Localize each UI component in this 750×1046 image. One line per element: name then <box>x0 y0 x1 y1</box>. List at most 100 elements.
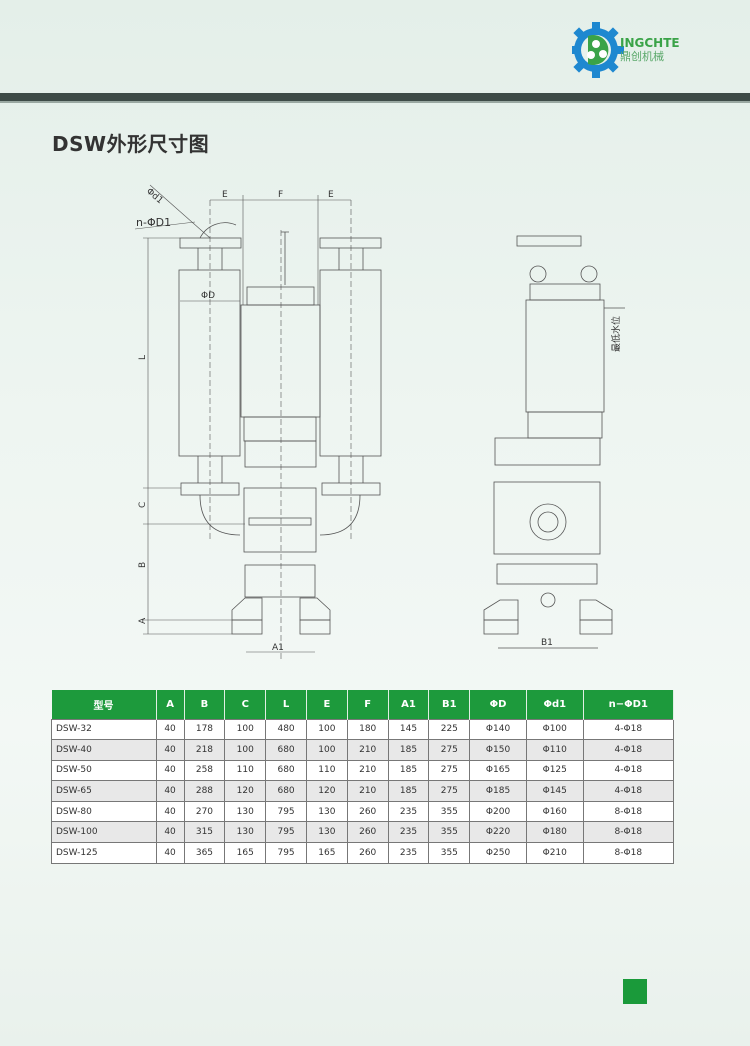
table-cell: 218 <box>183 739 226 761</box>
label-F: F <box>278 190 283 200</box>
table-cell: 40 <box>155 800 185 823</box>
table-cell: 480 <box>265 718 307 741</box>
page-marker <box>623 979 647 1004</box>
table-cell: 260 <box>346 842 389 864</box>
table-cell: 130 <box>224 800 267 823</box>
table-cell: 40 <box>155 780 185 802</box>
table-cell: 40 <box>155 718 185 741</box>
label-min-water-level: 最低水位 <box>610 316 622 352</box>
label-C: C <box>138 502 148 508</box>
column-header: A <box>156 690 185 719</box>
table-cell: 355 <box>428 821 471 844</box>
label-E-right: E <box>328 190 334 200</box>
table-cell: 258 <box>183 759 226 782</box>
column-header: B1 <box>428 690 471 719</box>
label-L: L <box>138 355 148 360</box>
label-n-phi-D1: n-ΦD1 <box>136 216 171 229</box>
label-phi-D: ΦD <box>201 291 215 301</box>
header-band <box>0 93 750 101</box>
table-cell: 100 <box>224 739 267 761</box>
brand-name: INGCHTE 鼎创机械 <box>620 36 680 64</box>
table-cell: 8-Φ18 <box>582 842 675 864</box>
table-cell: 795 <box>265 821 307 844</box>
table-cell: 165 <box>305 842 348 864</box>
column-header: C <box>224 690 267 719</box>
label-E-left: E <box>222 190 228 200</box>
table-cell: DSW-50 <box>51 759 157 782</box>
table-cell: Φ125 <box>525 759 584 782</box>
label-phi-d1: Φd1 <box>144 187 165 207</box>
label-B1: B1 <box>541 638 553 648</box>
table-cell: Φ200 <box>469 800 527 823</box>
table-cell: 100 <box>305 718 348 741</box>
table-cell: 100 <box>305 739 348 761</box>
centerlines <box>209 200 352 660</box>
table-cell: 8-Φ18 <box>582 800 675 823</box>
table-cell: 315 <box>183 821 226 844</box>
table-cell: 100 <box>224 718 267 741</box>
table-cell: 8-Φ18 <box>582 821 675 844</box>
table-cell: Φ180 <box>525 821 584 844</box>
table-cell: 260 <box>346 800 389 823</box>
table-cell: Φ140 <box>469 718 527 741</box>
table-cell: 110 <box>224 759 267 782</box>
table-cell: 130 <box>224 821 267 844</box>
table-cell: 275 <box>428 759 471 782</box>
table-cell: 210 <box>346 739 389 761</box>
column-header: A1 <box>388 690 430 719</box>
table-cell: 288 <box>183 780 226 802</box>
table-cell: 795 <box>265 842 307 864</box>
gear-logo-icon <box>572 22 624 78</box>
header-band-line <box>0 101 750 103</box>
table-cell: 4-Φ18 <box>582 718 675 741</box>
side-view <box>483 235 625 649</box>
brand-latin: INGCHTE <box>620 36 680 50</box>
table-cell: 210 <box>346 780 389 802</box>
table-cell: DSW-100 <box>51 821 157 844</box>
table-cell: 165 <box>224 842 267 864</box>
table-cell: 4-Φ18 <box>582 759 675 782</box>
table-cell: 365 <box>183 842 226 864</box>
table-cell: 130 <box>305 821 348 844</box>
table-cell: 235 <box>387 842 430 864</box>
table-cell: DSW-32 <box>51 718 157 741</box>
column-header: n−ΦD1 <box>583 690 675 719</box>
table-cell: 235 <box>387 821 430 844</box>
column-header: E <box>306 690 348 719</box>
table-cell: 185 <box>387 739 430 761</box>
table-cell: 355 <box>428 842 471 864</box>
column-header: ΦD <box>469 690 527 719</box>
table-cell: Φ160 <box>525 800 584 823</box>
dimension-drawing: Φd1 n-ΦD1 E F E ΦD L C B A A1 B1 最低水位 <box>134 184 625 660</box>
dimension-lines <box>134 184 351 653</box>
drawing-labels: Φd1 n-ΦD1 E F E ΦD L C B A A1 B1 最低水位 <box>136 187 622 653</box>
table-cell: 355 <box>428 800 471 823</box>
table-cell: DSW-125 <box>51 842 157 864</box>
table-cell: 275 <box>428 780 471 802</box>
table-cell: Φ185 <box>469 780 527 802</box>
table-cell: 40 <box>155 821 185 844</box>
table-cell: Φ110 <box>525 739 584 761</box>
page-title: DSW外形尺寸图 <box>52 132 210 156</box>
table-cell: 4-Φ18 <box>582 739 675 761</box>
table-cell: 795 <box>265 800 307 823</box>
label-A1: A1 <box>272 643 284 653</box>
table-cell: 40 <box>155 842 185 864</box>
table-cell: DSW-65 <box>51 780 157 802</box>
table-cell: 270 <box>183 800 226 823</box>
table-cell: DSW-40 <box>51 739 157 761</box>
table-cell: 40 <box>155 759 185 782</box>
label-B: B <box>138 562 148 568</box>
table-cell: 680 <box>265 759 307 782</box>
column-header: L <box>265 690 307 719</box>
table-cell: Φ150 <box>469 739 527 761</box>
table-cell: 145 <box>387 718 430 741</box>
table-cell: DSW-80 <box>51 800 157 823</box>
